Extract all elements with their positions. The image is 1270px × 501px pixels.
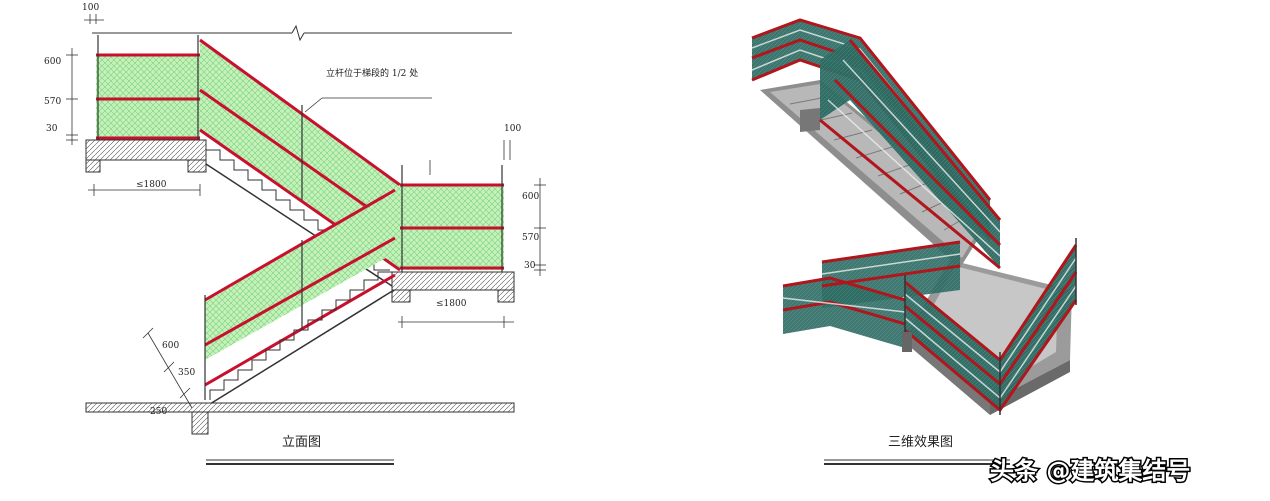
dim-bottom-250: 250 (150, 407, 167, 417)
3d-support-column (902, 332, 912, 352)
post-note-leader (304, 97, 432, 113)
elevation-view: 立杆位于梯段的 1/2 处 100 600 570 30 ≤1800 (44, 3, 546, 465)
3d-caption-underline (824, 459, 1010, 465)
3d-landing-left-guardrail (782, 240, 961, 348)
dim-top-100: 100 (82, 3, 99, 13)
3d-flight-guardrail (819, 39, 1002, 270)
dim-left-30: 30 (46, 124, 58, 134)
3d-caption: 三维效果图 (888, 435, 953, 450)
right-landing-guardrail (400, 165, 504, 272)
lower-flight-steps (209, 271, 395, 405)
dim-left-span: ≤1800 (136, 180, 167, 190)
elevation-caption-underline (206, 459, 394, 465)
dim-left-570: 570 (44, 97, 61, 107)
lower-flight-guardrail (204, 185, 400, 400)
left-dimension-lines (66, 14, 201, 196)
3d-view: 三维效果图 (751, 18, 1078, 465)
dim-left-600: 600 (44, 57, 61, 67)
right-landing-slab (391, 271, 515, 303)
right-dimension-lines (398, 140, 546, 328)
ground-slab (85, 402, 515, 435)
elevation-caption: 立面图 (282, 435, 321, 450)
post-position-note: 立杆位于梯段的 1/2 处 (326, 67, 418, 79)
watermark: 头条 @建筑集结号 (990, 457, 1190, 485)
dim-right-100: 100 (504, 124, 521, 134)
ceiling-line (92, 24, 512, 42)
dim-diag-350: 350 (178, 368, 195, 378)
3d-landing-right-guardrail (904, 238, 1078, 415)
dim-diag-600: 600 (162, 341, 179, 351)
dim-right-570: 570 (522, 233, 539, 243)
dim-right-30: 30 (524, 261, 536, 271)
dim-right-600: 600 (522, 192, 539, 202)
diagonal-dimension-lines (142, 327, 193, 409)
dim-right-span: ≤1800 (436, 299, 467, 309)
upper-landing-guardrail (96, 35, 200, 140)
upper-landing-slab (85, 139, 207, 173)
